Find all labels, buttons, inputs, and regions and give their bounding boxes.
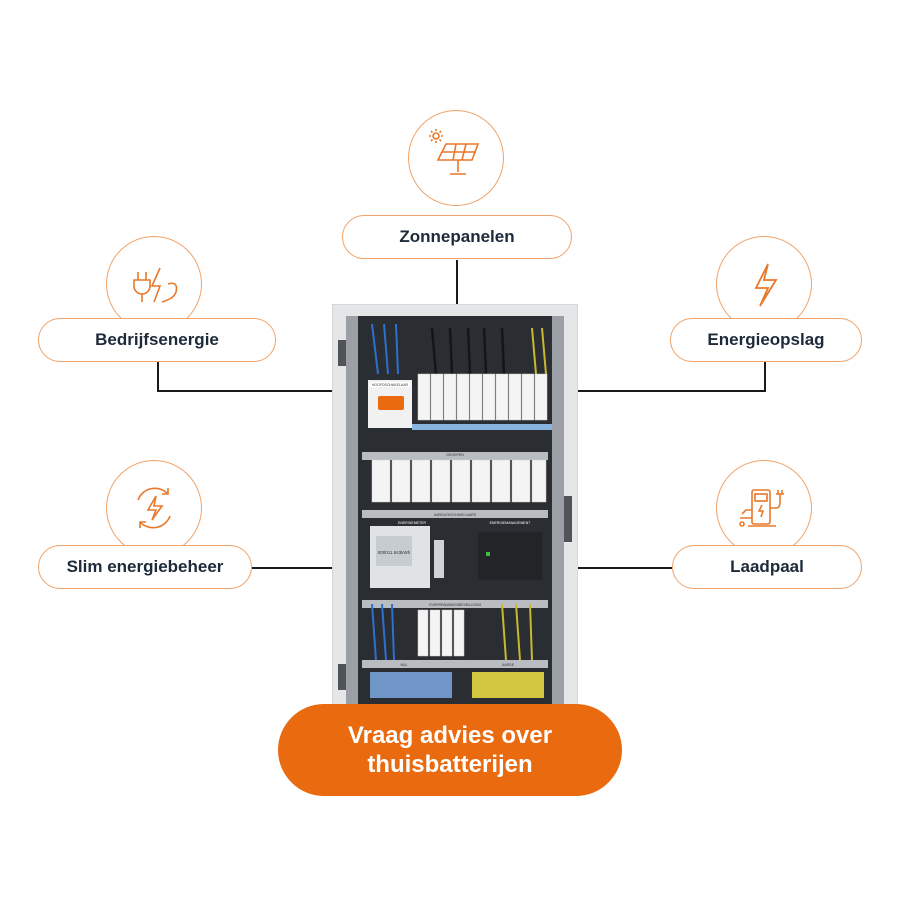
cta-line-2: thuisbatterijen xyxy=(367,751,533,778)
lightning-icon xyxy=(754,263,778,307)
bedrijfsenergie-label: Bedrijfsenergie xyxy=(38,318,276,362)
svg-text:OVERSPANNINGSBEVEILIGING: OVERSPANNINGSBEVEILIGING xyxy=(429,603,482,607)
connector-energieopslag-h xyxy=(556,390,766,392)
svg-text:ENERGIEMETER: ENERGIEMETER xyxy=(398,521,426,525)
laadpaal-label: Laadpaal xyxy=(672,545,862,589)
zonnepanelen-icon-circle xyxy=(408,110,504,206)
svg-text:ENERGIEMANAGEMENT: ENERGIEMANAGEMENT xyxy=(490,521,532,525)
svg-text:NUL: NUL xyxy=(400,663,407,667)
zonnepanelen-label: Zonnepanelen xyxy=(342,215,572,259)
cta-line-1: Vraag advies over xyxy=(347,722,553,749)
vraag-advies-button[interactable]: Vraag advies over thuisbatterijen xyxy=(278,704,622,796)
electrical-cabinet-illustration: HOOFDSCHAKELAAR GROEPEN AARDLEKSCHAKELAA… xyxy=(332,304,578,714)
ev-charger-icon xyxy=(739,489,784,527)
energieopslag-icon-circle xyxy=(716,236,812,332)
laadpaal-icon-circle xyxy=(716,460,812,556)
svg-text:AARDLEKSCHAKELAARS: AARDLEKSCHAKELAARS xyxy=(434,513,477,517)
svg-text:GROEPEN: GROEPEN xyxy=(446,453,464,457)
connector-zonnepanelen xyxy=(456,260,458,326)
connector-energieopslag-v xyxy=(764,362,766,392)
svg-text:AARDE: AARDE xyxy=(502,663,515,667)
svg-text:000011.843kWh: 000011.843kWh xyxy=(378,550,411,555)
connector-slim-energiebeheer xyxy=(252,567,372,569)
svg-text:HOOFDSCHAKELAAR: HOOFDSCHAKELAAR xyxy=(372,383,409,387)
connector-laadpaal xyxy=(540,567,672,569)
slim-energiebeheer-icon-circle xyxy=(106,460,202,556)
slim-energiebeheer-label: Slim energiebeheer xyxy=(38,545,252,589)
connector-bedrijfsenergie-v xyxy=(157,362,159,392)
connector-bedrijfsenergie-h xyxy=(157,390,382,392)
cycle-lightning-icon xyxy=(137,487,171,529)
energieopslag-label: Energieopslag xyxy=(670,318,862,362)
plug-lightning-icon xyxy=(133,267,178,303)
solar-panel-icon xyxy=(429,129,480,175)
